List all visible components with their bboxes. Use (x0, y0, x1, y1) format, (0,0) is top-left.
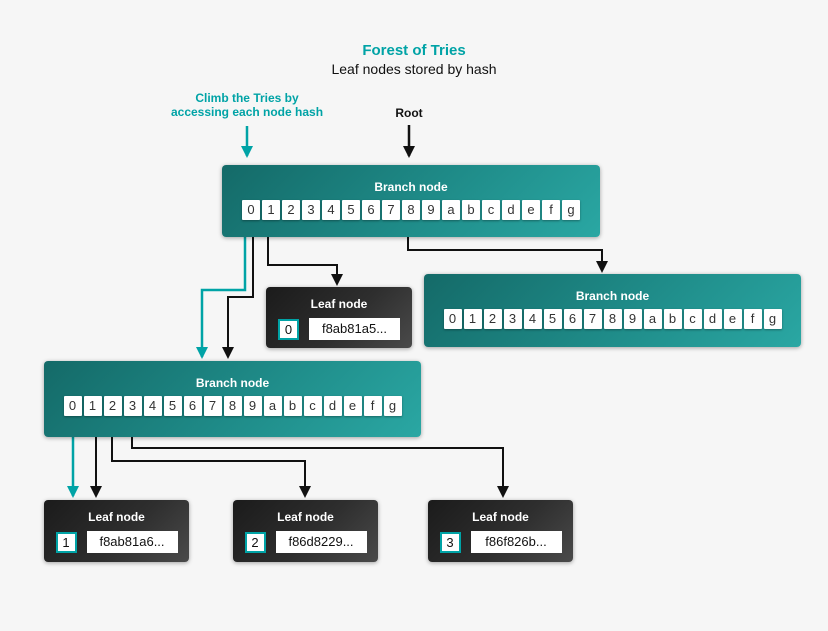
leaf-content-row: 1 f8ab81a6... (55, 531, 178, 553)
page-subtitle: Leaf nodes stored by hash (331, 61, 497, 77)
branch-cell-9: 9 (243, 396, 262, 416)
branch-cell-9: 9 (422, 200, 440, 220)
leaf-hash-value: f8ab81a6... (86, 531, 178, 553)
branch-node-title: Branch node (374, 180, 448, 194)
climb-annotation-line1: Climb the Tries by (195, 91, 299, 105)
leaf-node-0: Leaf node 0 f8ab81a5... (266, 287, 412, 348)
leaf-content-row: 3 f86f826b... (439, 531, 562, 553)
branch-cell-f: f (363, 396, 382, 416)
leaf-hash-value: f86d8229... (275, 531, 367, 553)
branch-cell-8: 8 (603, 309, 622, 329)
branch-cell-d: d (502, 200, 520, 220)
branch-cell-3: 3 (503, 309, 522, 329)
branch-cell-5: 5 (342, 200, 360, 220)
branch-cell-f: f (542, 200, 560, 220)
leaf-index-cell: 1 (55, 531, 77, 553)
branch-cell-2: 2 (282, 200, 300, 220)
branch-cell-c: c (482, 200, 500, 220)
branch-cell-4: 4 (143, 396, 162, 416)
branch-cell-4: 4 (523, 309, 542, 329)
leaf-node-title: Leaf node (310, 297, 368, 311)
branch-cell-4: 4 (322, 200, 340, 220)
branch-cell-8: 8 (402, 200, 420, 220)
branch-cell-8: 8 (223, 396, 242, 416)
branch-cell-0: 0 (443, 309, 462, 329)
branch-node-title: Branch node (195, 376, 270, 390)
leaf-index-cell: 0 (278, 318, 299, 340)
climb-annotation-line2: accessing each node hash (170, 105, 324, 119)
branch-cell-e: e (343, 396, 362, 416)
branch-cell-e: e (723, 309, 742, 329)
leaf-node-3: Leaf node 3 f86f826b... (428, 500, 573, 562)
branch-cell-g: g (562, 200, 580, 220)
branch-cell-7: 7 (583, 309, 602, 329)
arrow-lower2-to-leaf2 (111, 437, 311, 498)
branch-cell-1: 1 (83, 396, 102, 416)
branch-cell-1: 1 (463, 309, 482, 329)
branch-cell-2: 2 (483, 309, 502, 329)
branch-cell-5: 5 (543, 309, 562, 329)
leaf-node-2: Leaf node 2 f86d8229... (233, 500, 378, 562)
leaf-content-row: 0 f8ab81a5... (278, 318, 400, 340)
leaf-node-title: Leaf node (472, 510, 529, 524)
branch-cell-6: 6 (183, 396, 202, 416)
leaf-hash-value: f86f826b... (470, 531, 562, 553)
arrow-root0-to-lower-branch-teal (196, 237, 247, 359)
page-title: Forest of Tries (362, 42, 466, 59)
branch-cell-d: d (703, 309, 722, 329)
arrow-lower3-to-leaf3 (131, 437, 509, 498)
arrow-root8-to-right-branch (407, 237, 608, 273)
branch-cell-g: g (763, 309, 782, 329)
branch-cell-d: d (323, 396, 342, 416)
branch-cell-f: f (743, 309, 762, 329)
leaf-hash-value: f8ab81a5... (309, 318, 400, 340)
branch-cell-3: 3 (123, 396, 142, 416)
branch-cell-c: c (303, 396, 322, 416)
arrow-root1-to-leaf0 (267, 237, 343, 286)
branch-cell-b: b (663, 309, 682, 329)
leaf-node-title: Leaf node (88, 510, 145, 524)
branch-cell-6: 6 (563, 309, 582, 329)
branch-cell-a: a (263, 396, 282, 416)
branch-cell-7: 7 (382, 200, 400, 220)
branch-node-title: Branch node (575, 289, 650, 303)
leaf-content-row: 2 f86d8229... (244, 531, 367, 553)
branch-cell-a: a (643, 309, 662, 329)
branch-cell-9: 9 (623, 309, 642, 329)
climb-annotation: Climb the Tries by accessing each node h… (147, 91, 347, 119)
branch-cell-a: a (442, 200, 460, 220)
branch-cell-g: g (383, 396, 402, 416)
leaf-node-1: Leaf node 1 f8ab81a6... (44, 500, 189, 562)
branch-cell-c: c (683, 309, 702, 329)
leaf-index-cell: 3 (439, 531, 461, 553)
branch-cell-2: 2 (103, 396, 122, 416)
branch-cell-3: 3 (302, 200, 320, 220)
branch-cell-7: 7 (203, 396, 222, 416)
branch-cell-e: e (522, 200, 540, 220)
branch-cell-6: 6 (362, 200, 380, 220)
branch-cell-0: 0 (63, 396, 82, 416)
branch-cell-b: b (462, 200, 480, 220)
branch-cell-5: 5 (163, 396, 182, 416)
arrow-root0-to-lower-branch (222, 237, 254, 359)
branch-cell-0: 0 (242, 200, 260, 220)
leaf-index-cell: 2 (244, 531, 266, 553)
leaf-node-title: Leaf node (277, 510, 334, 524)
branch-cell-b: b (283, 396, 302, 416)
root-annotation: Root (395, 106, 423, 120)
branch-cell-1: 1 (262, 200, 280, 220)
